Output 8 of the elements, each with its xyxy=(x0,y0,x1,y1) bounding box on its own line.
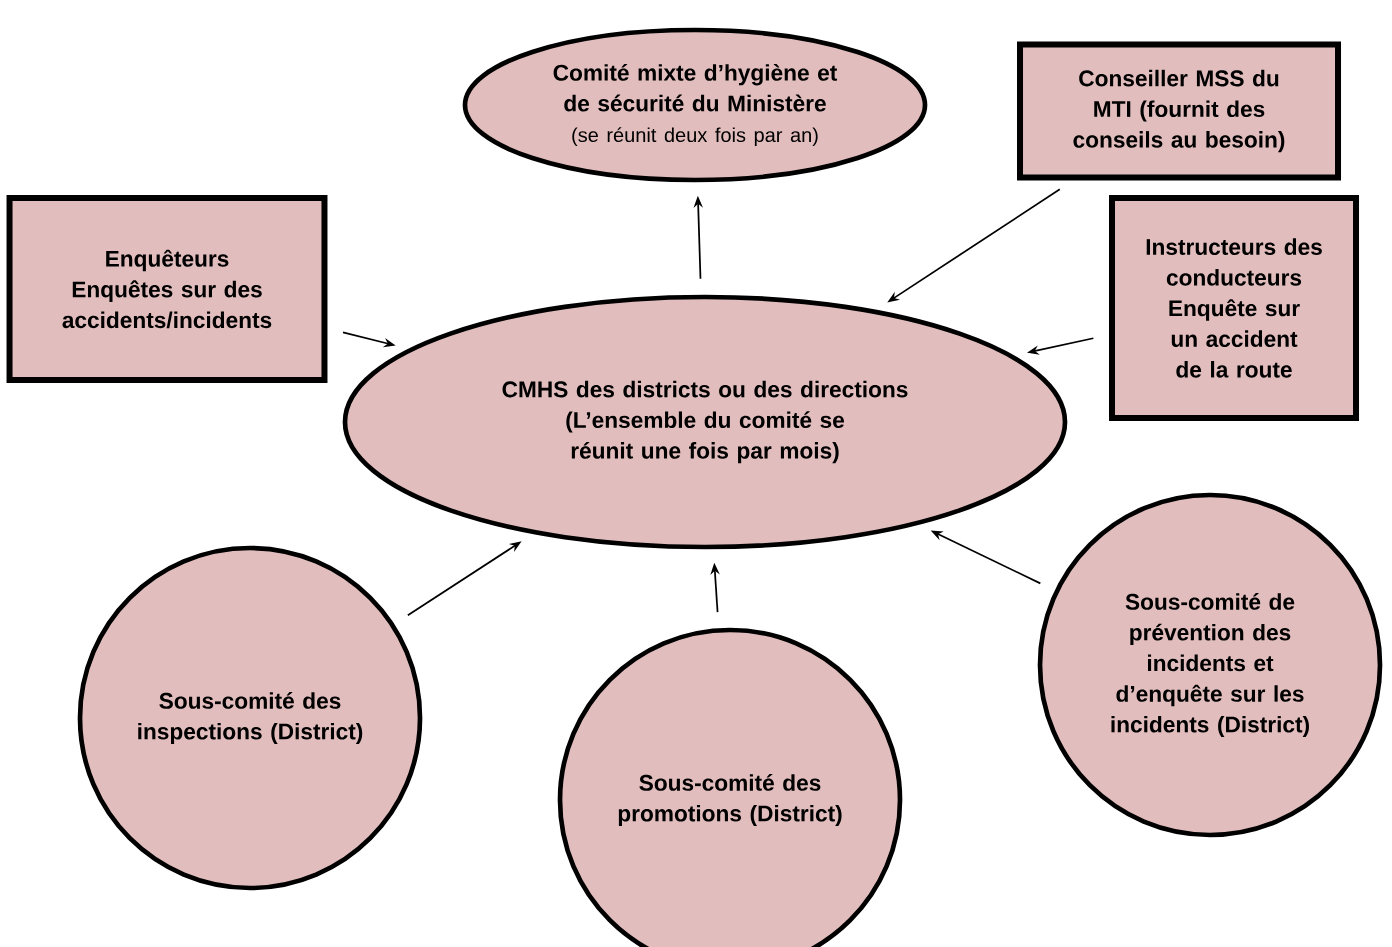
ellipse-node: CMHS des districts ou des directions (L’ensemble du comité se réunit une fois par mois) xyxy=(342,294,1068,550)
circle-node: Sous-comité des inspections (District) xyxy=(77,545,423,891)
circle-node: Sous-comité de prévention des incidents et d’enquête sur les incidents (District) xyxy=(1037,492,1383,838)
rectangle-box: Instructeurs des conducteurs Enquête sur un accident de la route xyxy=(1109,195,1359,421)
rectangle-box: Enquêteurs Enquêtes sur des accidents/incidents xyxy=(6,195,328,383)
rectangle-box: Conseiller MSS du MTI (fournit des conseils au besoin) xyxy=(1017,41,1341,181)
circle-node: Sous-comité des promotions (District) xyxy=(557,627,903,947)
ellipse-node: Comité mixte d’hygiène et de sécurité du Ministère (se réunit deux fois par an) xyxy=(462,27,928,183)
